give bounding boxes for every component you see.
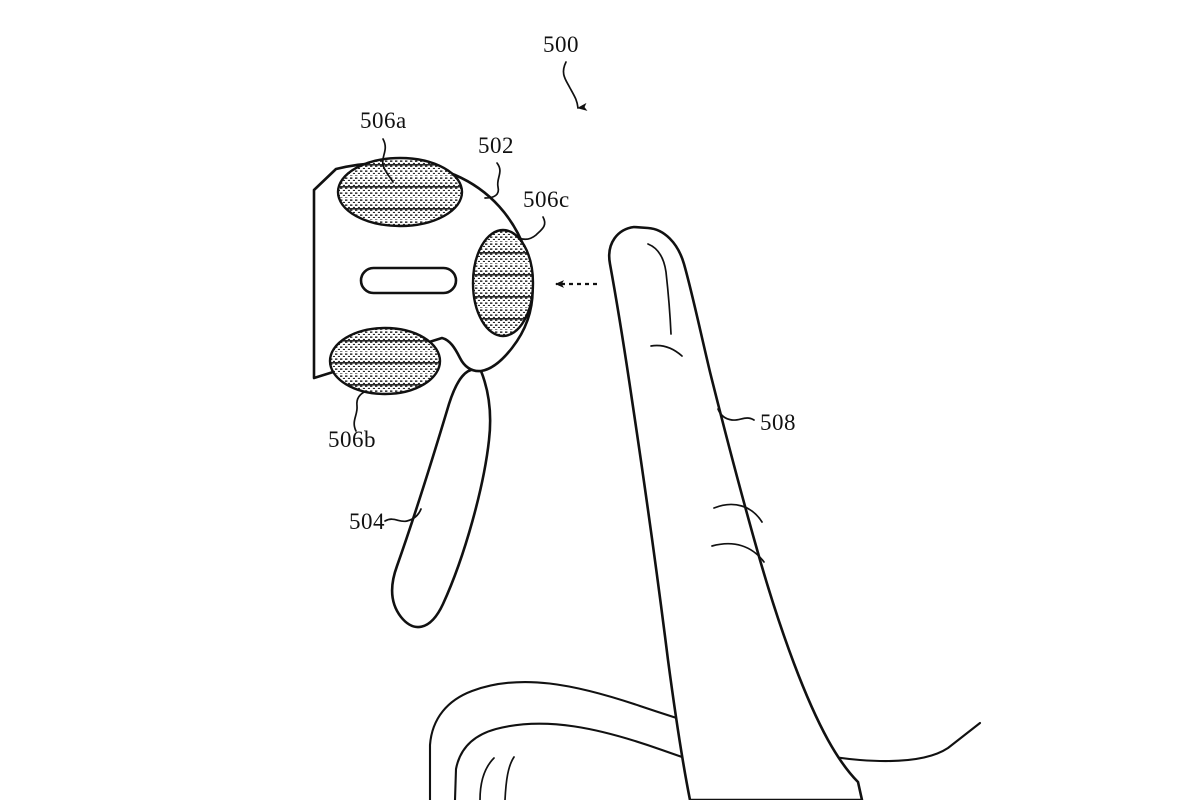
finger-outline: [607, 225, 864, 800]
leader-506b: [353, 390, 367, 432]
finger-group: [607, 225, 864, 800]
earbud-stem: [390, 368, 492, 629]
earbud-body-group: [312, 156, 535, 396]
reference-labels: 500 506a 502 506c 506b 504 508: [328, 32, 796, 534]
sensor-pad-bottom: [328, 326, 442, 396]
sensor-pad-right: [471, 228, 535, 338]
knuckle-wrinkle-2: [711, 542, 765, 563]
knuckle-wrinkle-1: [713, 503, 763, 523]
hand-knuckle-upper: [428, 680, 982, 800]
leader-500: [562, 61, 588, 111]
leader-506c: [518, 216, 546, 241]
ref-label-506a: 506a: [360, 108, 407, 133]
speaker-slot: [359, 266, 458, 295]
fingernail-outline: [647, 243, 672, 335]
ref-label-508: 508: [760, 410, 796, 435]
earbud-stem-group: [390, 368, 492, 629]
finger-joint-crease: [650, 344, 683, 357]
ref-label-506b: 506b: [328, 427, 376, 452]
hand-crease-2: [504, 756, 515, 800]
ref-label-500: 500: [543, 32, 579, 57]
leader-508: [717, 408, 755, 421]
ref-label-506c: 506c: [523, 187, 570, 212]
leader-502: [484, 162, 501, 199]
ref-label-502: 502: [478, 133, 514, 158]
hand-crease-1: [479, 757, 495, 800]
leader-506a: [381, 138, 394, 183]
sensor-pad-top: [336, 156, 464, 228]
leaders-group: [353, 61, 755, 523]
leader-504: [384, 508, 422, 523]
ref-label-504: 504: [349, 509, 385, 534]
